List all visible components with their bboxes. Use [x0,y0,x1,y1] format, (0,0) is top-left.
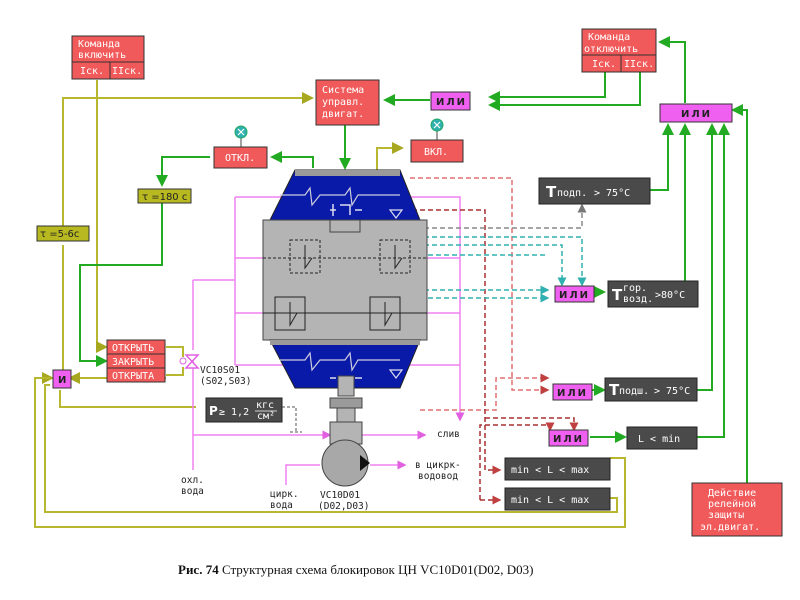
condition-level-min: L < min [626,426,698,450]
p-symbol: P [209,404,218,418]
or-gate-bearing: ИЛИ [552,383,593,401]
level-range-1-label: min < L < max [511,465,589,476]
or-gate-bearing-label: ИЛИ [557,388,588,399]
to-circ-label-1: в цикрк- [415,460,461,471]
green-signal-lines [79,36,748,483]
figure-caption: Рис. 74 Структурная схема блокировок ЦН … [178,562,534,577]
pump [321,375,370,487]
cmd-on-stage1: Iск. [80,66,104,77]
off-label: ОТКЛ. [225,153,255,164]
valve-id-label: VC10S01 [200,365,240,376]
cmd-off-line2: отключить [584,44,638,55]
valve-sub-label: (S02,S03) [200,376,251,387]
and-gate-label: И [58,375,68,386]
motor-ctrl-line1: Система [322,85,364,96]
relay-line4: эл.двигат. [700,522,760,533]
timer-5-6s: τ =5-6с [36,225,90,242]
relay-protection-block[interactable]: Действие релейной защиты эл.двигат. [691,482,783,537]
cmd-on-stage2: IIск. [112,66,142,77]
motor-ctrl-line3: двигат. [322,109,364,120]
thrust-bearing-sense-line [360,203,587,229]
pump-sub-label: (D02,D03) [318,501,369,512]
p-unit-den: см² [257,411,275,422]
condition-level-range-2: min < L < max [504,487,611,511]
t-subscript: подш. [619,386,649,397]
or-gate-cmd: ИЛИ [430,91,471,111]
condition-hot-air-temp: T гор. возд. >80°C [607,280,699,308]
valve-command-block[interactable]: ОТКРЫТЬ ЗАКРЫТЬ ОТКРЫТА [106,339,166,383]
command-on-block[interactable]: Команда включить Iск. IIск. [71,35,145,80]
or-gate-level-label: ИЛИ [553,434,584,445]
level-sense-lines [380,209,579,505]
temperature-sense-lines [410,177,550,411]
motor-control-system-block[interactable]: Система управл. двигат. [315,79,380,126]
timer-5-6s-label: τ =5-6с [40,229,79,240]
drain-label: слив [437,429,460,440]
valve-close-cmd[interactable]: ЗАКРЫТЬ [112,357,154,368]
cmd-on-line2: включить [78,50,126,61]
caption-text: Структурная схема блокировок ЦН VC10D01(… [219,562,534,577]
relay-line1: Действие [708,487,756,499]
or-gate-level: ИЛИ [548,429,589,447]
valve-opened-status: ОТКРЫТА [112,371,154,382]
condition-level-range-1: min < L < max [504,457,611,481]
t-superscript: гор. [623,283,647,294]
valve-open-cmd[interactable]: ОТКРЫТЬ [112,343,154,354]
t-symbol: T [612,286,623,304]
on-block[interactable]: ВКЛ. [410,139,464,163]
p-threshold: ≥ 1,2 [219,407,249,418]
motor [262,169,428,389]
cmd-off-stage2: IIск. [624,59,654,70]
level-min-label: L < min [638,434,680,445]
motor-ctrl-line2: управл. [322,97,364,108]
cool-water-label-2: вода [181,486,204,497]
t-symbol: T [609,381,620,399]
cmd-off-stage1: Iск. [592,59,616,70]
cmd-off-line1: Команда [588,32,630,43]
lamp-icon-on [430,118,444,140]
or-gate-protection-label: ИЛИ [681,109,712,120]
on-label: ВКЛ. [424,147,448,158]
t-threshold: > 75°C [654,386,690,397]
command-off-block[interactable]: Команда отключить Iск. IIск. [581,28,657,73]
t-subscript: подп. [557,188,587,199]
valve-vc10s01[interactable] [179,354,200,369]
p-unit-num: кгс [256,400,274,411]
relay-line2: релейной [708,498,756,510]
lamp-icon-off [234,125,248,147]
or-gate-protection: ИЛИ [659,103,733,123]
to-circ-label-2: водовод [418,471,458,482]
and-gate: И [52,369,72,389]
t-threshold: > 75°C [594,188,630,199]
or-gate-cmd-label: ИЛИ [436,97,467,108]
condition-thrust-bearing-temp: T подп. > 75°C [538,177,651,205]
or-gate-air: ИЛИ [554,285,595,303]
off-block[interactable]: ОТКЛ. [213,146,268,169]
cool-water-label-1: охл. [181,475,204,486]
level-range-2-label: min < L < max [511,495,589,506]
timer-180s: τ =180 с [137,188,192,204]
timer-180s-label: τ =180 с [142,192,187,203]
relay-line3: защиты [708,510,744,521]
circ-water-label-1: цирк. [270,489,299,500]
t-symbol: T [546,183,557,201]
caption-number: Рис. 74 [178,562,219,577]
pressure-sense-line [282,406,302,433]
t-subscript: возд. [623,294,653,305]
circ-water-label-2: вода [270,500,293,511]
condition-bearing-temp: T подш. > 75°C [604,377,698,402]
pump-id-label: VC10D01 [320,490,360,501]
condition-pressure: P ≥ 1,2 кгс см² [205,397,283,423]
t-threshold: >80°C [655,290,685,301]
or-gate-air-label: ИЛИ [559,290,590,301]
cmd-on-line1: Команда [78,39,120,50]
